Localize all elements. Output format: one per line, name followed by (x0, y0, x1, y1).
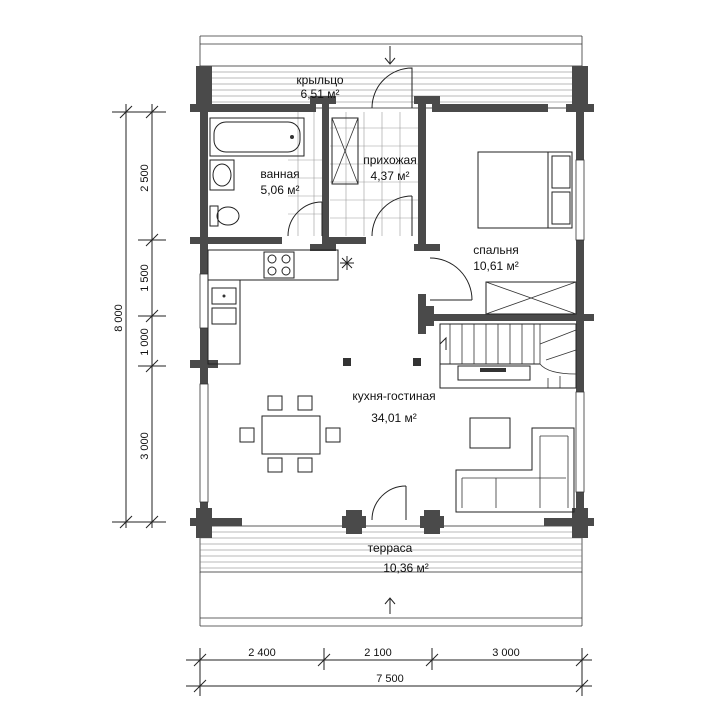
room-label-hall: прихожая 4,37 м² (363, 153, 416, 183)
porch-deck (199, 35, 583, 109)
room-label-bathroom: ванная 5,06 м² (260, 167, 299, 197)
room-area: 10,61 м² (473, 259, 519, 273)
dim-width-3: 3 000 (492, 647, 520, 659)
room-name: ванная (260, 167, 299, 181)
bedroom-wardrobe (485, 281, 577, 315)
room-label-kitchen-living: кухня-гостиная 34,01 м² (352, 389, 435, 425)
washbasin-icon (209, 159, 235, 191)
room-area: 5,06 м² (261, 183, 300, 197)
staircase-icon (439, 323, 577, 389)
room-name: прихожая (363, 153, 416, 167)
dim-width-1: 2 400 (248, 647, 276, 659)
sofa-icon (455, 427, 575, 513)
dim-width-2: 2 100 (364, 647, 392, 659)
vertical-dimensions: 2 500 1 500 1 000 3 000 8 000 (112, 104, 166, 529)
dim-height-3: 1 000 (139, 328, 151, 356)
fridge-fan-icon (340, 256, 354, 270)
bathroom-tiles (288, 112, 322, 236)
room-area: 6,51 м² (301, 87, 340, 101)
hall-wardrobe (331, 117, 359, 185)
dim-height-1: 2 500 (139, 164, 151, 192)
coffee-table (469, 417, 511, 449)
dining-table-icon (239, 395, 341, 473)
terrace-deck (199, 525, 583, 627)
entry-arrow-icon (384, 46, 396, 614)
room-area: 4,37 м² (371, 169, 410, 183)
dim-height-total: 8 000 (113, 304, 125, 332)
room-area: 34,01 м² (371, 411, 417, 425)
corner-joints (190, 66, 594, 538)
room-label-porch: крыльцо 6,51 м² (296, 73, 344, 101)
room-name: спальня (473, 243, 519, 257)
room-name: кухня-гостиная (352, 389, 435, 403)
doors (287, 67, 473, 521)
room-area: 10,36 м² (383, 561, 429, 575)
tv-unit-icon (457, 365, 531, 381)
room-name: крыльцо (296, 73, 344, 87)
kitchen-counter (207, 249, 339, 365)
column (413, 358, 421, 366)
dim-height-4: 3 000 (139, 432, 151, 460)
bed-icon (477, 151, 573, 229)
toilet-icon (209, 205, 240, 227)
dim-width-total: 7 500 (376, 673, 404, 685)
hall-tiles (330, 112, 418, 236)
dim-height-2: 1 500 (139, 264, 151, 292)
column (343, 358, 351, 366)
room-label-terrace: терраса 10,36 м² (368, 541, 429, 575)
stove-icon (263, 251, 295, 279)
room-name: терраса (368, 541, 413, 555)
bathtub-icon (209, 117, 305, 157)
room-label-bedroom: спальня 10,61 м² (473, 243, 519, 273)
sink-icon (211, 287, 237, 325)
horizontal-dimensions: 2 400 2 100 3 000 7 500 (186, 647, 592, 696)
